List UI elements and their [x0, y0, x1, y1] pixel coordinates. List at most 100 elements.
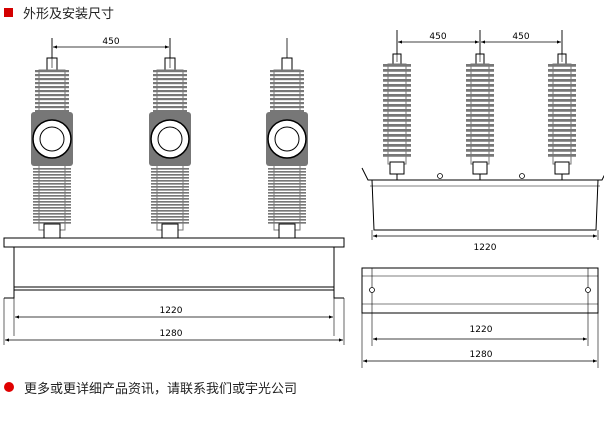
- front-upper-shed: [35, 70, 69, 73]
- side-shed: [466, 104, 494, 107]
- front-lower-shed: [268, 201, 306, 203]
- side-shed: [383, 74, 411, 77]
- front-upper-beam: [3, 237, 345, 248]
- front-lower-shed: [33, 198, 71, 200]
- side-shed: [548, 94, 576, 97]
- front-lower-shed: [151, 222, 189, 224]
- front-lower-shed: [151, 168, 189, 170]
- contact-footer: 更多或更详细产品资讯，请联系我们或宇光公司: [4, 376, 297, 398]
- front-upper-shed: [35, 110, 69, 113]
- side-shed: [383, 104, 411, 107]
- front-spacing-label: 450: [102, 37, 119, 47]
- front-upper-shed: [153, 82, 187, 85]
- side-pole-base: [472, 161, 488, 175]
- front-lower-shed: [268, 204, 306, 206]
- red-dot-icon: [4, 382, 14, 392]
- front-lower-shed: [151, 195, 189, 197]
- side-shed: [383, 64, 411, 67]
- side-shed: [466, 84, 494, 87]
- front-upper-shed: [153, 94, 187, 97]
- plan-frame: [361, 267, 599, 314]
- side-shed: [383, 79, 411, 82]
- side-shed: [383, 154, 411, 157]
- front-lower-shed: [33, 195, 71, 197]
- side-shed: [383, 124, 411, 127]
- contact-footer-text: 更多或更详细产品资讯，请联系我们或宇光公司: [24, 381, 298, 397]
- front-lower-shed: [268, 174, 306, 176]
- front-upper-shed: [270, 74, 304, 77]
- side-right-bracket: [598, 174, 604, 181]
- side-shed: [548, 109, 576, 112]
- front-lower-shed: [151, 189, 189, 191]
- side-shed: [466, 124, 494, 127]
- side-shed: [383, 84, 411, 87]
- front-upper-shed: [153, 86, 187, 89]
- front-lower-shed: [33, 222, 71, 224]
- front-upper-shed: [270, 86, 304, 89]
- red-square-icon: [4, 7, 13, 17]
- front-lower-shed: [33, 219, 71, 221]
- side-shed: [548, 144, 576, 147]
- front-lower-shed: [268, 219, 306, 221]
- side-shed: [548, 69, 576, 72]
- side-shed: [466, 99, 494, 102]
- side-shed: [466, 144, 494, 147]
- side-box: [371, 179, 599, 231]
- front-lower-shed: [33, 213, 71, 215]
- side-shed: [466, 74, 494, 77]
- front-upper-shed: [270, 82, 304, 85]
- side-shed: [383, 99, 411, 102]
- front-lower-shed: [268, 183, 306, 185]
- section-heading: 外形及安装尺寸: [4, 2, 114, 22]
- side-shed: [548, 64, 576, 67]
- side-shed: [548, 84, 576, 87]
- front-upper-shed: [270, 106, 304, 109]
- side-shed: [466, 149, 494, 152]
- front-lower-shed: [151, 210, 189, 212]
- front-left-foot: [4, 287, 15, 299]
- front-lower-shed: [33, 204, 71, 206]
- side-shed: [383, 139, 411, 142]
- side-shed: [548, 119, 576, 122]
- front-lower-shed: [151, 192, 189, 194]
- front-disc-inner: [39, 126, 65, 152]
- front-outer-width-label: 1280: [160, 329, 183, 339]
- side-shed: [383, 114, 411, 117]
- front-lower-shed: [33, 210, 71, 212]
- front-lower-shed: [33, 180, 71, 182]
- front-upper-shed: [35, 74, 69, 77]
- front-lower-shed: [151, 201, 189, 203]
- side-shed: [548, 129, 576, 132]
- front-pole-1: [31, 38, 73, 258]
- front-lower-shed: [151, 213, 189, 215]
- front-upper-shed: [270, 78, 304, 81]
- side-shed: [383, 109, 411, 112]
- front-terminal-cap: [281, 57, 293, 71]
- side-shed: [466, 79, 494, 82]
- side-shed: [466, 114, 494, 117]
- side-shed: [466, 109, 494, 112]
- side-shed: [466, 119, 494, 122]
- side-shed: [383, 129, 411, 132]
- front-lower-shed: [33, 186, 71, 188]
- side-shed: [383, 89, 411, 92]
- front-lower-shed: [151, 183, 189, 185]
- side-shed: [548, 149, 576, 152]
- front-pole-base: [161, 223, 179, 239]
- front-lower-shed: [151, 177, 189, 179]
- front-upper-shed: [153, 102, 187, 105]
- front-inner-width-label: 1220: [160, 306, 183, 316]
- side-shed: [466, 129, 494, 132]
- front-lower-shed: [151, 198, 189, 200]
- side-pole-base: [389, 161, 405, 175]
- side-shed: [383, 119, 411, 122]
- plan-inner-width-label: 1220: [470, 325, 493, 335]
- side-shed: [383, 144, 411, 147]
- side-spacing-label-2: 450: [512, 32, 529, 42]
- front-lower-shed: [151, 180, 189, 182]
- front-upper-shed: [35, 82, 69, 85]
- front-pole-base: [278, 223, 296, 239]
- front-upper-shed: [153, 90, 187, 93]
- front-lower-shed: [33, 192, 71, 194]
